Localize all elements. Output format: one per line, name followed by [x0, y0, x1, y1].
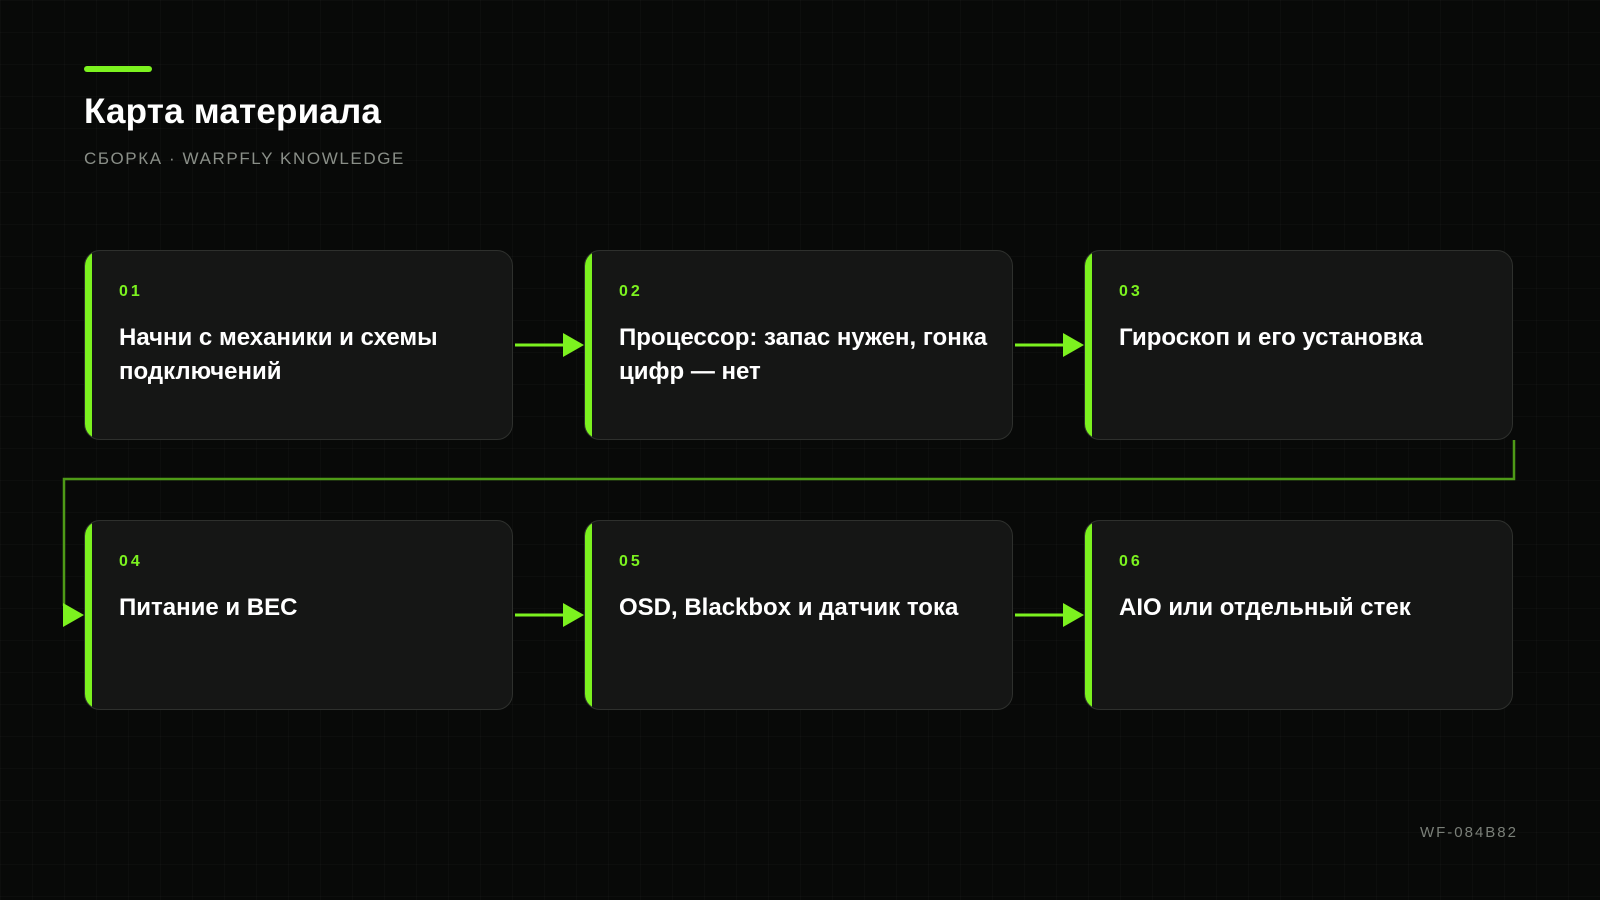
step-title: Начни с механики и схемы подключений — [119, 324, 438, 385]
step-card-accent-edge — [585, 251, 592, 439]
step-title: Процессор: запас нужен, гонка цифр — нет — [619, 324, 988, 385]
page-title: Карта материала — [84, 92, 382, 131]
step-card-accent-edge — [1085, 251, 1092, 439]
step-number: 05 — [619, 553, 643, 570]
step-number: 04 — [119, 553, 143, 570]
step-card-accent-edge — [85, 251, 92, 439]
step-number: 02 — [619, 283, 643, 300]
step-card-04: 04 Питание и BEC — [84, 520, 513, 710]
step-card-06: 06 AIO или отдельный стек — [1084, 520, 1513, 710]
step-title: AIO или отдельный стек — [1119, 594, 1411, 621]
connector-04-05 — [515, 603, 584, 627]
document-code: WF-084B82 — [1419, 824, 1518, 841]
step-card-01: 01 Начни с механики и схемы подключений — [84, 250, 513, 440]
step-card-05: 05 OSD, Blackbox и датчик тока — [584, 520, 1013, 710]
step-card-accent-edge — [85, 521, 92, 709]
step-title: Гироскоп и его установка — [1119, 324, 1423, 351]
step-number: 01 — [119, 283, 143, 300]
step-card-02: 02 Процессор: запас нужен, гонка цифр — … — [584, 250, 1013, 440]
step-title: OSD, Blackbox и датчик тока — [619, 594, 959, 621]
step-title: Питание и BEC — [119, 594, 298, 621]
connector-05-06 — [1015, 603, 1084, 627]
step-number: 03 — [1119, 283, 1143, 300]
step-card-03: 03 Гироскоп и его установка — [1084, 250, 1513, 440]
connector-02-03 — [1015, 333, 1084, 357]
step-card-accent-edge — [585, 521, 592, 709]
page-subtitle: СБОРКА · WARPFLY KNOWLEDGE — [84, 149, 405, 168]
step-card-accent-edge — [1085, 521, 1092, 709]
step-number: 06 — [1119, 553, 1143, 570]
title-accent-bar — [84, 66, 152, 72]
connector-01-02 — [515, 333, 584, 357]
